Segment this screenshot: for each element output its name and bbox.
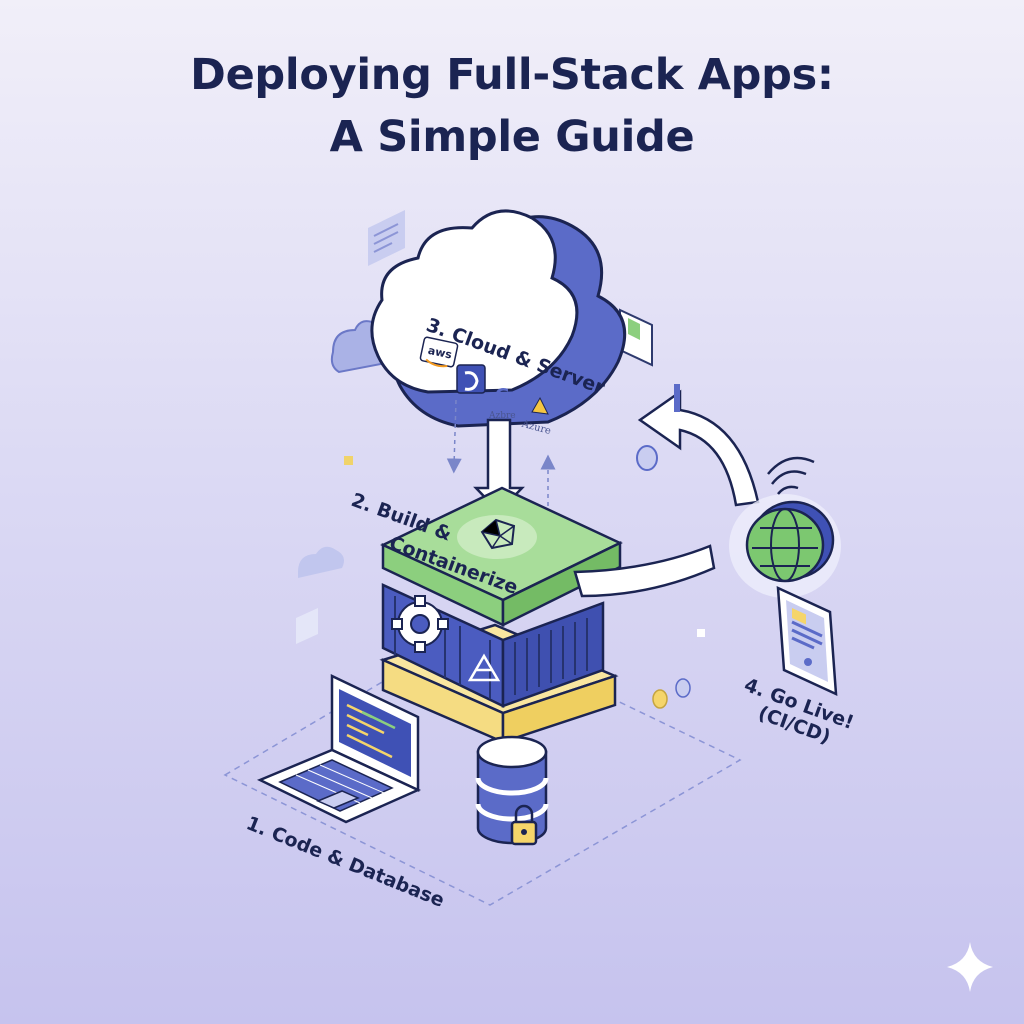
decorative-square bbox=[697, 629, 705, 637]
google-cloud-logo-icon: G Azbre bbox=[488, 385, 516, 421]
svg-text:G: G bbox=[495, 385, 510, 406]
laptop-icon bbox=[256, 674, 422, 824]
database-icon bbox=[475, 735, 549, 845]
globe-icon bbox=[729, 494, 841, 598]
lock-icon bbox=[510, 804, 538, 846]
cicd-forward-arrow bbox=[573, 544, 716, 598]
step1-label: 1. Code & Database bbox=[243, 812, 447, 912]
smartphone-icon bbox=[776, 585, 838, 697]
container-logo-icon bbox=[467, 653, 501, 682]
document-icon bbox=[368, 210, 405, 266]
page-title-line2: A Simple Guide bbox=[329, 112, 695, 162]
aws-logo-icon: aws bbox=[419, 336, 459, 368]
cicd-return-arrow bbox=[637, 384, 760, 507]
wifi-signal-icon bbox=[767, 456, 815, 495]
digitalocean-logo-icon bbox=[456, 364, 486, 394]
decorative-dots bbox=[636, 445, 691, 709]
small-cloud-icon bbox=[298, 546, 344, 578]
google-cloud-caption: Azbre bbox=[488, 411, 516, 421]
decorative-square bbox=[344, 456, 353, 465]
svg-text:aws: aws bbox=[427, 344, 454, 362]
decorative-tile bbox=[296, 608, 318, 644]
kubernetes-icon bbox=[457, 515, 537, 559]
gear-icon bbox=[391, 595, 449, 653]
page-title: Deploying Full-Stack Apps: A Simple Guid… bbox=[0, 44, 1024, 168]
dashed-down-arrow bbox=[446, 399, 462, 474]
sparkle-icon bbox=[947, 942, 993, 992]
page-title-line1: Deploying Full-Stack Apps: bbox=[190, 50, 834, 100]
